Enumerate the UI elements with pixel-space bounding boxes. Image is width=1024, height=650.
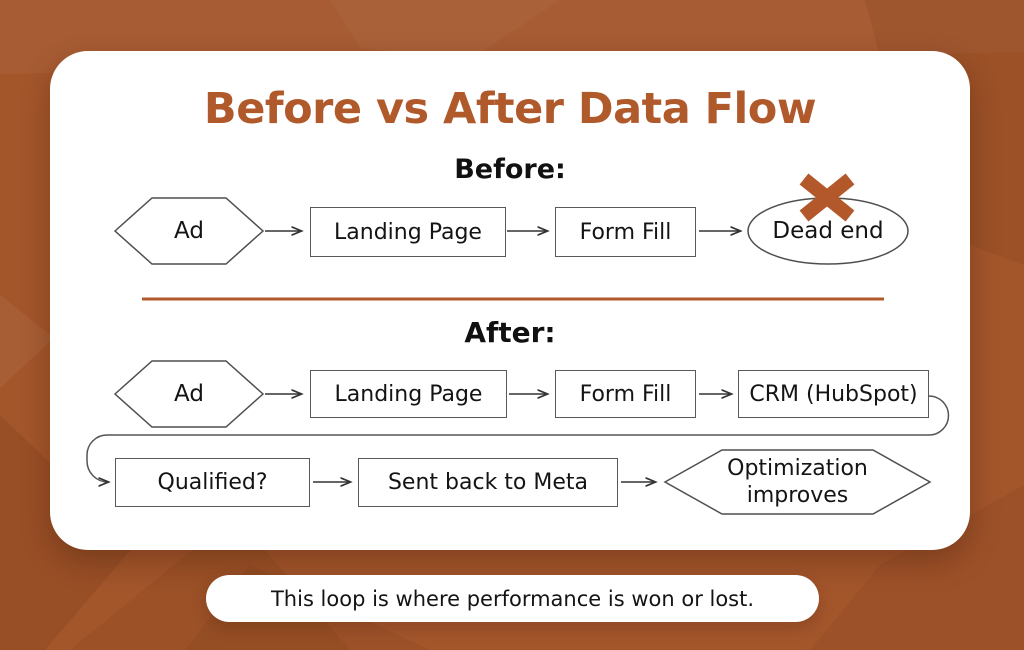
after-landing-page-box: Landing Page [310,370,507,418]
before-ad-label: Ad [174,218,204,244]
crm-hubspot-box: CRM (HubSpot) [738,370,929,418]
after-heading: After: [464,316,556,349]
optimization-label-line2: improves [746,483,849,508]
after-form-fill-box: Form Fill [555,370,696,418]
optimization-label-line1: Optimization [727,455,868,481]
page-title: Before vs After Data Flow [203,84,817,134]
before-landing-page-box: Landing Page [310,207,506,257]
dead-end-label: Dead end [772,218,884,244]
optimization-label: Optimization improves [665,450,930,514]
qualified-box: Qualified? [115,458,310,507]
background-shape [0,295,54,388]
before-form-fill-box: Form Fill [555,207,696,257]
after-ad-label: Ad [174,381,204,407]
background-shape [810,485,1024,650]
before-heading: Before: [454,154,566,185]
footer-note-pill: This loop is where performance is won or… [206,575,819,622]
sent-back-to-meta-box: Sent back to Meta [358,458,618,507]
